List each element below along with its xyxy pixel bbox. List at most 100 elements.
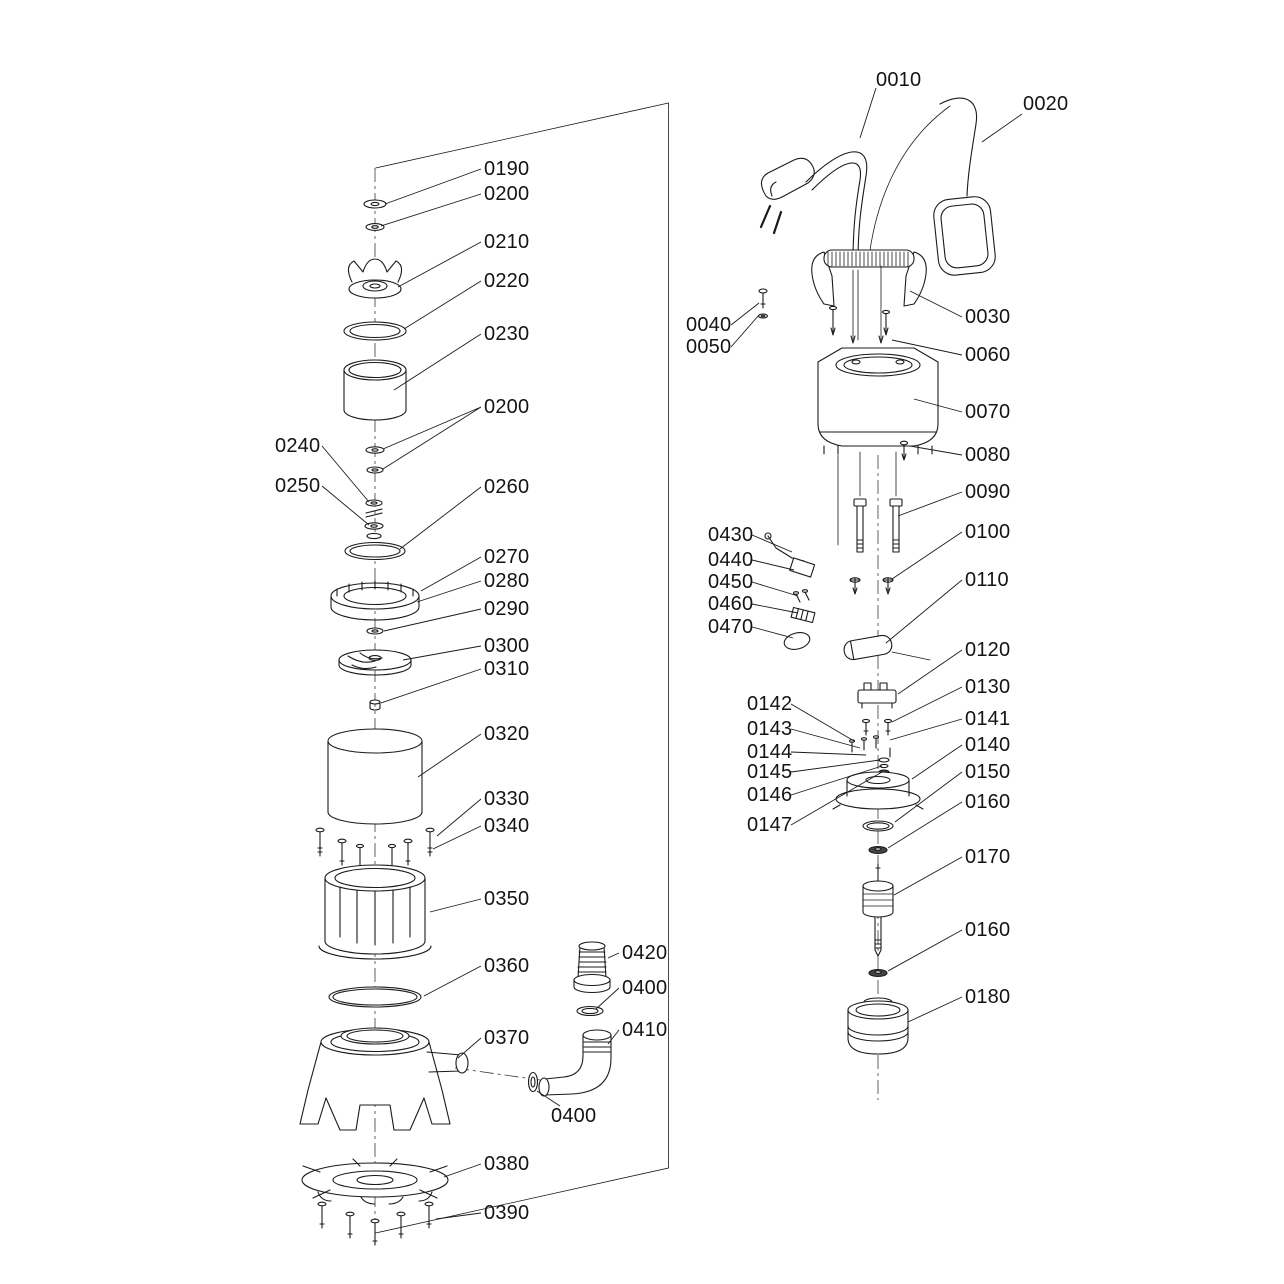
part-label-0470: 0470 [708,616,753,638]
part-label-0090: 0090 [965,481,1010,503]
part-label-0160-a: 0160 [965,791,1010,813]
part-label-0060: 0060 [965,344,1010,366]
part-label-0310: 0310 [484,658,529,680]
part-bolts-0090 [853,451,903,553]
part-label-0460: 0460 [708,593,753,615]
part-bottom-housing-0180 [847,997,909,1055]
part-label-0360: 0360 [484,955,529,977]
part-label-0110: 0110 [965,569,1009,591]
part-label-0250: 0250 [275,475,320,497]
part-label-0370: 0370 [484,1027,529,1049]
part-washer-0400-side [527,1071,539,1093]
part-screws-0330-0340 [315,827,435,867]
part-label-0340: 0340 [484,815,529,837]
leader-lines [321,87,1023,1220]
part-label-0440: 0440 [708,549,753,571]
part-label-0170: 0170 [965,846,1010,868]
part-label-0080: 0080 [965,444,1010,466]
part-label-0143: 0143 [747,718,792,740]
part-screws-0060 [828,265,891,344]
part-ring-0270-0280 [330,580,420,621]
part-oring-0220 [343,321,407,341]
part-cup-0230 [343,359,407,421]
part-knob-0210 [347,258,403,299]
part-label-0010: 0010 [876,69,921,91]
part-rotor-0170 [862,863,894,957]
part-label-0020: 0020 [1023,93,1068,115]
part-label-0144: 0144 [747,741,792,763]
part-label-0145: 0145 [747,761,792,783]
part-screws-0130 [861,718,893,736]
part-label-0050: 0050 [686,336,731,358]
part-label-0130: 0130 [965,676,1010,698]
part-label-0400-a: 0400 [622,977,667,999]
part-label-0260: 0260 [484,476,529,498]
part-washers-0200-pair [365,446,385,474]
part-impeller-0300 [338,649,412,676]
part-power-cord-0010 [759,151,868,263]
part-label-0210: 0210 [484,231,529,253]
part-label-0040: 0040 [686,314,731,336]
part-cylinder-0320 [327,728,423,825]
part-label-0290: 0290 [484,598,529,620]
part-handle-0030 [811,249,927,307]
part-base-plate-0380 [301,1158,449,1205]
part-washer-0200-top [365,223,385,231]
part-labels: 0190 0200 0210 0220 0230 0200 0240 0250 … [275,69,1068,1224]
part-label-0390: 0390 [484,1202,529,1224]
part-label-0230: 0230 [484,323,529,345]
part-label-0070: 0070 [965,401,1010,423]
part-label-0320: 0320 [484,723,529,745]
part-label-0142: 0142 [747,693,792,715]
part-screw-0080 [899,440,909,461]
part-label-0140: 0140 [965,734,1010,756]
centerlines [374,168,879,1245]
outlet-fittings [527,941,612,1097]
part-label-0280: 0280 [484,570,529,592]
part-washer-0400-top [576,1005,604,1017]
part-stack-0240-0250 [364,499,384,540]
part-label-0120: 0120 [965,639,1010,661]
part-top-housing-0070 [817,347,939,455]
part-elbow-0410 [538,1029,612,1097]
part-label-0200-b: 0200 [484,396,529,418]
part-washer-0190 [363,199,387,209]
part-label-0350: 0350 [484,888,529,910]
part-label-0450: 0450 [708,571,753,593]
part-label-0330: 0330 [484,788,529,810]
part-pin-0310 [369,699,381,711]
part-label-0146: 0146 [747,784,792,806]
part-label-0400-b: 0400 [551,1105,596,1127]
part-lever-cluster-0430-0470 [764,454,839,650]
part-oring-0260 [344,541,406,561]
part-label-0380: 0380 [484,1153,529,1175]
right-assembly [757,97,996,1055]
part-washer-0160-upper [868,845,888,855]
part-motor-housing-0350 [318,864,432,960]
part-label-0300: 0300 [484,635,529,657]
part-oring-0360 [328,986,422,1008]
part-screws-0100 [849,577,894,595]
part-label-0270: 0270 [484,546,529,568]
part-terminal-0120 [857,682,897,709]
part-label-0190: 0190 [484,158,529,180]
part-label-0100: 0100 [965,521,1010,543]
part-label-0030: 0030 [965,306,1010,328]
part-label-0160-b: 0160 [965,919,1010,941]
part-washer-0290 [366,627,384,635]
part-label-0410: 0410 [622,1019,667,1041]
part-float-switch-0020 [868,97,996,276]
part-hose-adapter-0420 [573,941,611,994]
projection-plane [375,102,669,1234]
part-label-0420: 0420 [622,942,667,964]
part-label-0220: 0220 [484,270,529,292]
part-capacitor-0110 [843,634,931,661]
part-stator-0140 [832,771,924,810]
part-washer-0160-lower [868,968,888,978]
part-label-0150: 0150 [965,761,1010,783]
part-volute-0370 [299,1027,469,1131]
part-screw-0040-0050 [757,288,769,319]
part-label-0240: 0240 [275,435,320,457]
